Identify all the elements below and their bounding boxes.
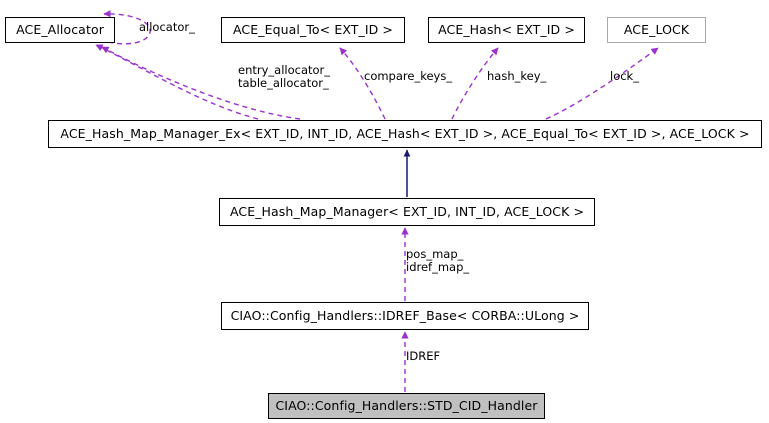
edge-allocator-self (103, 10, 151, 45)
edge-compare-keys (339, 47, 386, 120)
edge-label-lock: lock_ (610, 69, 639, 83)
edge-label-entry-table-allocator: entry_allocator_ table_allocator_ (238, 63, 331, 91)
node-label: ACE_Hash< EXT_ID > (438, 21, 575, 37)
edge-lock (545, 47, 659, 120)
edge-entry-allocator (95, 44, 259, 120)
node-std-cid-handler: CIAO::Config_Handlers::STD_CID_Handler (268, 393, 545, 419)
edge-label-compare-keys: compare_keys_ (364, 69, 453, 83)
node-ace-lock: ACE_LOCK (607, 17, 706, 43)
node-ace-hash-map-manager[interactable]: ACE_Hash_Map_Manager< EXT_ID, INT_ID, AC… (219, 198, 595, 226)
edge-label-hash-key: hash_key_ (487, 69, 547, 83)
edge-label-pos-idref-map: pos_map_ idref_map_ (406, 247, 470, 275)
node-idref-base[interactable]: CIAO::Config_Handlers::IDREF_Base< CORBA… (221, 302, 589, 330)
edge-hash-key (451, 47, 499, 120)
node-label: ACE_Equal_To< EXT_ID > (232, 21, 394, 37)
node-label: CIAO::Config_Handlers::IDREF_Base< CORBA… (230, 307, 580, 323)
node-ace-hash[interactable]: ACE_Hash< EXT_ID > (428, 17, 585, 43)
node-ace-hash-map-manager-ex[interactable]: ACE_Hash_Map_Manager_Ex< EXT_ID, INT_ID,… (48, 120, 762, 148)
node-label: ACE_Hash_Map_Manager< EXT_ID, INT_ID, AC… (229, 203, 585, 219)
node-label: ACE_LOCK (623, 21, 690, 37)
node-ace-equal-to[interactable]: ACE_Equal_To< EXT_ID > (221, 17, 405, 43)
node-ace-allocator[interactable]: ACE_Allocator (5, 17, 115, 43)
node-label: ACE_Hash_Map_Manager_Ex< EXT_ID, INT_ID,… (60, 125, 750, 141)
edge-label-allocator: allocator_ (139, 20, 195, 34)
edge-label-idref: IDREF (406, 349, 441, 363)
edge-table-allocator (101, 46, 301, 120)
node-label: CIAO::Config_Handlers::STD_CID_Handler (275, 397, 538, 413)
node-label: ACE_Allocator (16, 21, 104, 37)
